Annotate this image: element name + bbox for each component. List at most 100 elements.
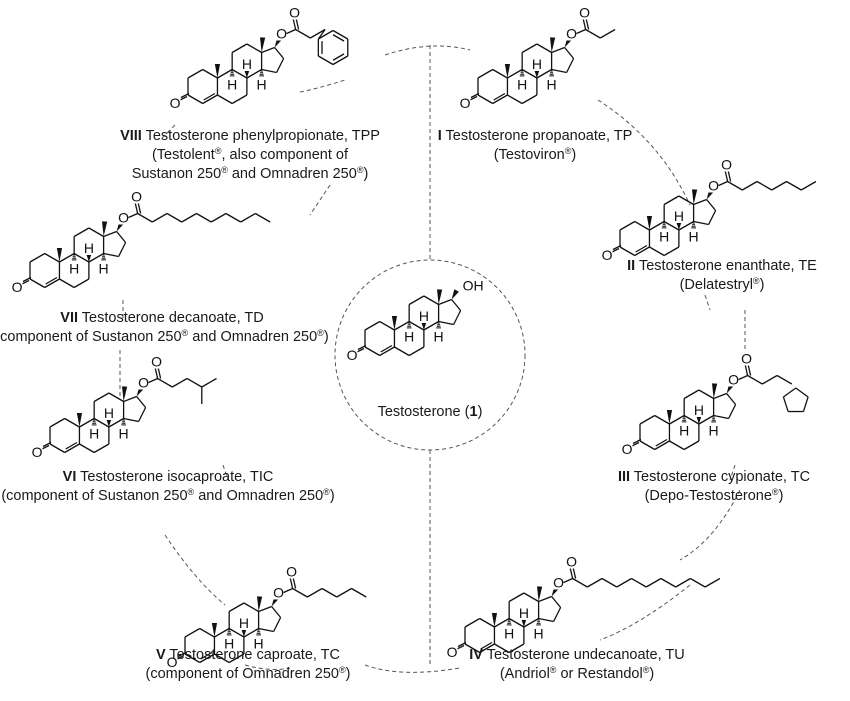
cyclopentyl-bond [783,387,797,398]
ring-d-bond [728,404,737,419]
ring-b-bond [73,278,90,289]
c19-methyl [504,64,511,78]
double-bond [635,244,648,253]
ring-a-bond [364,320,381,331]
ring-a-bond [44,278,60,289]
ring-a-bond [202,68,218,79]
h8-wedge [534,70,540,78]
ring-a-bond [64,417,80,428]
c18-methyl [692,189,698,205]
ring-a-bond [479,643,495,654]
ketone-oxygen: O [32,444,43,460]
compound-id: VIII [120,128,142,144]
atom-bg [601,248,613,262]
atom-bg [88,426,100,441]
atom-bg [708,178,720,193]
chain-bond [186,377,203,388]
cyclopentyl-bond [795,387,809,398]
ring-b-bond [408,320,425,331]
h9-label: H [659,229,669,245]
ring-a-bond [477,68,494,79]
h14-hash [436,322,441,329]
ring-b-bond [59,278,75,289]
h8-label: H [519,605,529,621]
ring-b-bond [93,417,110,428]
chain-bond [181,212,197,223]
ring-a-bond [634,220,650,231]
double-bond [200,651,213,660]
compound-brand: (component of Omnadren 250®) [145,665,351,683]
h8-label: H [84,240,94,256]
label-compound-i: I Testosterone propanoate, TP(Testoviron… [438,127,633,165]
ring-c-bond [523,617,539,628]
ketone-oxygen: O [460,95,471,111]
c19-methyl [76,413,83,427]
chain-bond [321,587,338,598]
ring-d-bond [453,310,462,325]
ring-b-bond [228,627,245,638]
h14-label: H [99,261,109,277]
ring-a-bond [187,68,204,79]
ring-d-bond [103,230,117,238]
h14-label: H [257,77,267,93]
ester-oxygen: O [138,375,149,391]
ring-b-bond [669,440,685,451]
ketone-oxygen: O [447,644,458,660]
atom-bg [546,77,558,92]
ring-b-bond [394,346,410,357]
ring-c-bond [678,195,694,206]
chain-bond [800,180,817,191]
ester-oxygen: O [566,26,577,42]
ring-d-bond [274,47,285,59]
h9-hash [226,629,232,636]
ketone-bond [470,92,480,99]
ring-c-bond [243,627,259,638]
atom-bg [68,261,80,276]
ester-bond [576,28,586,35]
ring-b-bond [521,68,538,79]
h14-hash [549,70,554,77]
ring-c-bond [246,68,262,79]
chain-bond [616,577,632,588]
dashed-connector [309,184,331,216]
atom-bg [433,329,445,344]
compound-brand: Sustanon 250® and Omnadren 250®) [131,165,369,183]
chain-bond [351,587,367,598]
atom-bg [403,329,415,344]
ketone-bond [22,276,32,283]
carbonyl-oxygen: O [151,354,162,370]
ring-d-bond [271,606,282,618]
compound-brand: (Delatestryl®) [679,276,765,294]
dashed-connector [597,99,691,206]
chain-bond [660,577,676,588]
h14-hash [121,419,126,426]
label-compound-viii: VIII Testosterone phenylpropionate, TPP(… [120,127,380,184]
h14-hash [256,629,261,636]
phenyl-bond [332,29,349,40]
ring-b-bond [507,94,523,105]
center-number: 1 [469,404,478,420]
h9-label: H [89,426,99,442]
c19-methyl [391,316,398,330]
h14-label: H [434,329,444,345]
h9-hash [71,254,77,261]
carbonyl-oxygen: O [741,351,752,367]
chain-bond [776,374,793,385]
ketone-bond [357,344,367,351]
h14-hash [101,254,106,261]
ester-oxygen: O [276,26,287,42]
h14-label: H [709,423,719,439]
chain-bond [172,377,188,388]
ring-d-bond [538,595,552,603]
atom-bg [728,372,740,387]
carbonyl-bond [569,567,574,579]
atom-bg [708,423,720,438]
h9-label: H [504,626,514,642]
carbonyl-oxygen: O [286,564,297,580]
chain-bond [336,587,352,598]
atom-bg [621,442,633,456]
compound-title: I Testosterone propanoate, TP [437,128,633,144]
ring-b-bond [521,94,538,105]
ring-a-bond [639,414,656,425]
h9-label: H [224,636,234,652]
